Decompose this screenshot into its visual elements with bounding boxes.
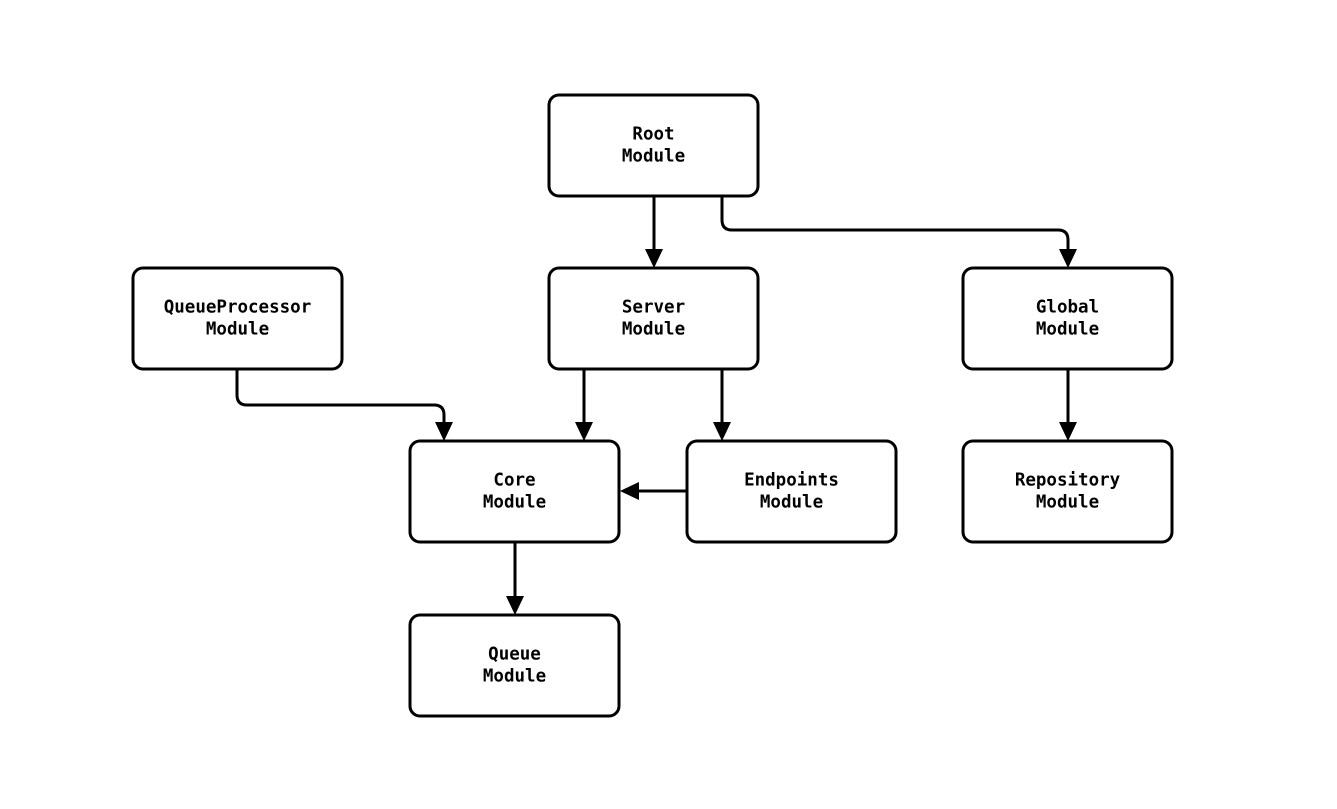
node-label-line2-server: Module: [622, 320, 685, 340]
node-box-endpoints[interactable]: [685, 439, 898, 544]
node-label-line2-queue: Module: [483, 667, 546, 687]
edge-line-root-to-global: [720, 196, 1070, 256]
node-box-queueprocessor[interactable]: [131, 266, 344, 371]
arrowhead-icon-server-to-core: [575, 422, 593, 441]
node-box-repository[interactable]: [961, 439, 1174, 544]
node-label-line1-server: Server: [622, 298, 685, 318]
node-box-server[interactable]: [547, 266, 760, 371]
node-label-line2-repository: Module: [1036, 493, 1099, 513]
arrowhead-icon-queueprocessor-to-core: [435, 422, 453, 441]
node-label-line1-global: Global: [1036, 298, 1099, 318]
node-label-line1-queue: Queue: [488, 645, 541, 665]
node-label-line2-queueprocessor: Module: [206, 320, 269, 340]
node-label-line1-queueprocessor: QueueProcessor: [164, 298, 312, 318]
edge-line-queueprocessor-to-core: [235, 369, 446, 429]
node-label-line2-core: Module: [483, 493, 546, 513]
edge-root-to-server: [645, 196, 663, 268]
node-label-line2-global: Module: [1036, 320, 1099, 340]
nodes-layer: RootModuleQueueProcessorModuleServerModu…: [131, 93, 1174, 718]
edge-endpoints-to-core: [620, 482, 687, 500]
node-box-global[interactable]: [961, 266, 1174, 371]
edge-server-to-endpoints: [713, 369, 731, 441]
node-box-root[interactable]: [547, 93, 760, 198]
arrowhead-icon-endpoints-to-core: [620, 482, 639, 500]
arrowhead-icon-root-to-server: [645, 249, 663, 268]
edge-global-to-repository: [1059, 369, 1077, 441]
edge-core-to-queue: [506, 542, 524, 615]
node-label-line1-repository: Repository: [1015, 471, 1121, 491]
node-box-queue[interactable]: [408, 613, 621, 718]
node-label-line1-endpoints: Endpoints: [744, 471, 839, 491]
edge-server-to-core: [575, 369, 593, 441]
arrowhead-icon-server-to-endpoints: [713, 422, 731, 441]
edge-queueprocessor-to-core: [235, 369, 453, 441]
edge-root-to-global: [720, 196, 1077, 268]
node-label-line2-endpoints: Module: [760, 493, 823, 513]
arrowhead-icon-global-to-repository: [1059, 422, 1077, 441]
node-label-line1-root: Root: [632, 125, 674, 145]
arrowhead-icon-core-to-queue: [506, 596, 524, 615]
edges-layer: [235, 196, 1077, 615]
node-box-core[interactable]: [408, 439, 621, 544]
arrowhead-icon-root-to-global: [1059, 249, 1077, 268]
node-label-line2-root: Module: [622, 147, 685, 167]
node-label-line1-core: Core: [493, 471, 535, 491]
